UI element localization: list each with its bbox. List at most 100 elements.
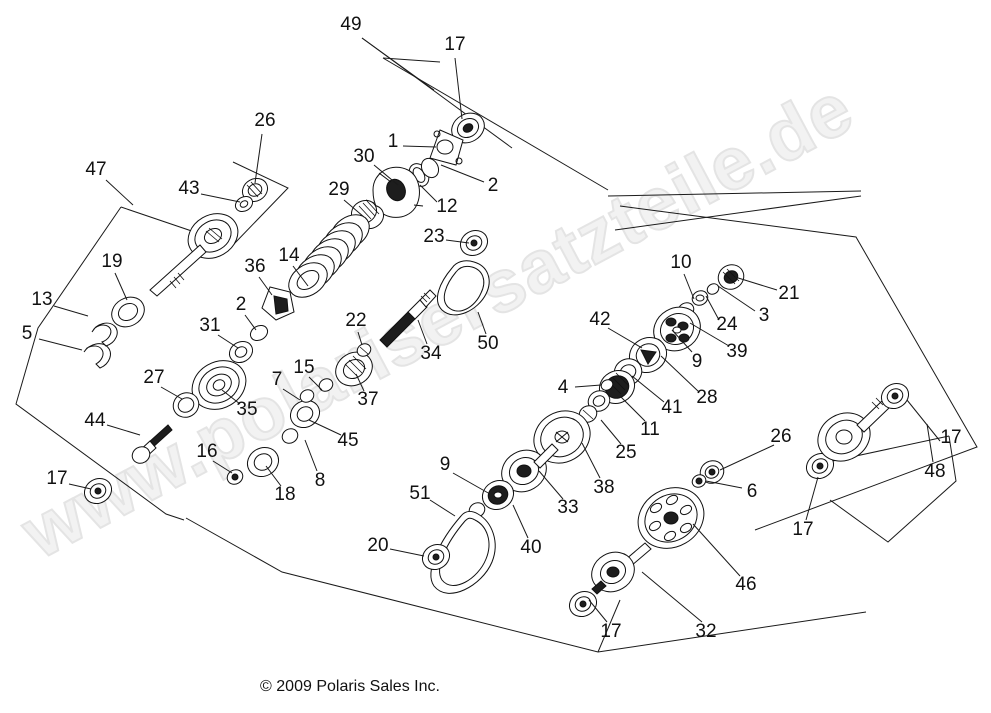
callout-leader-9 <box>671 329 693 353</box>
callout-leader-45 <box>308 419 342 436</box>
callout-number-c13[interactable]: 13 <box>31 289 52 310</box>
callout-number-c31[interactable]: 31 <box>199 315 220 336</box>
callout-leader-38 <box>581 442 601 479</box>
group-frames <box>15 37 978 653</box>
part-26-bearing-left <box>241 177 269 203</box>
callout-number-c36[interactable]: 36 <box>244 256 265 277</box>
part-26-bearing-right <box>699 460 725 484</box>
callout-number-c51[interactable]: 51 <box>409 483 430 504</box>
callout-number-c32[interactable]: 32 <box>695 621 716 642</box>
callout-number-c2b[interactable]: 2 <box>236 294 247 315</box>
callout-leader-39 <box>689 322 730 347</box>
callout-number-c14[interactable]: 14 <box>278 245 300 266</box>
callout-leader-7 <box>282 388 301 401</box>
callout-number-c49[interactable]: 49 <box>340 14 361 35</box>
callout-number-c34[interactable]: 34 <box>420 343 442 364</box>
callout-number-c17c[interactable]: 17 <box>792 519 813 540</box>
frame-bottom-right <box>597 599 621 653</box>
callout-number-c43[interactable]: 43 <box>178 178 199 199</box>
callout-number-c21[interactable]: 21 <box>778 283 799 304</box>
callout-number-c1[interactable]: 1 <box>388 131 399 152</box>
callout-number-c4[interactable]: 4 <box>558 377 569 398</box>
callout-number-c17e[interactable]: 17 <box>600 621 621 642</box>
callout-number-c15[interactable]: 15 <box>293 357 314 378</box>
callout-number-c9a[interactable]: 9 <box>692 351 703 372</box>
callout-number-c48[interactable]: 48 <box>924 461 945 482</box>
callout-number-c39[interactable]: 39 <box>726 341 747 362</box>
callout-number-c18[interactable]: 18 <box>274 484 295 505</box>
callout-number-c28[interactable]: 28 <box>696 387 717 408</box>
callout-leader-24 <box>705 295 720 321</box>
callout-number-c16[interactable]: 16 <box>196 441 217 462</box>
part-shaft-left <box>149 244 207 297</box>
callout-number-c33[interactable]: 33 <box>557 497 578 518</box>
callout-number-c42[interactable]: 42 <box>589 309 610 330</box>
callout-number-c27[interactable]: 27 <box>143 367 164 388</box>
callout-number-c45[interactable]: 45 <box>337 430 358 451</box>
callout-leader-49 <box>361 37 435 91</box>
callout-leader-2 <box>440 164 485 183</box>
callout-number-c38[interactable]: 38 <box>593 477 614 498</box>
callout-leader-18 <box>265 465 282 487</box>
part-37-gear-hub <box>335 351 373 387</box>
callout-leader-12 <box>419 184 438 203</box>
callout-number-c29[interactable]: 29 <box>328 179 349 200</box>
callout-leader-26 <box>719 444 775 471</box>
callout-leader-41 <box>631 375 665 403</box>
callout-number-c35[interactable]: 35 <box>236 399 257 420</box>
callout-number-c22[interactable]: 22 <box>345 310 366 331</box>
part-22-pin <box>356 343 372 357</box>
part-24-shim <box>691 290 709 306</box>
callout-leader-50 <box>477 311 487 335</box>
part-8-shim <box>281 428 299 444</box>
callout-number-c17d[interactable]: 17 <box>940 427 961 448</box>
part-13-snapring <box>91 322 118 347</box>
callout-number-c30[interactable]: 30 <box>353 146 374 167</box>
callout-leader-17 <box>906 399 941 442</box>
callout-number-c7[interactable]: 7 <box>272 369 283 390</box>
callout-number-c3[interactable]: 3 <box>759 305 770 326</box>
callout-number-c9b[interactable]: 9 <box>440 454 451 475</box>
callout-number-c19[interactable]: 19 <box>101 251 122 272</box>
part-6-bushing <box>691 474 707 488</box>
callout-number-c6[interactable]: 6 <box>747 481 758 502</box>
callout-number-c20[interactable]: 20 <box>367 535 388 556</box>
callout-number-c47[interactable]: 47 <box>85 159 106 180</box>
callout-number-c8[interactable]: 8 <box>315 470 326 491</box>
callout-leader-48 <box>926 423 934 463</box>
part-1-bracket <box>429 129 464 166</box>
callout-number-c46[interactable]: 46 <box>735 574 756 595</box>
callout-number-c37[interactable]: 37 <box>357 389 378 410</box>
callout-leader-16 <box>212 460 233 474</box>
callout-leader-40 <box>512 504 529 539</box>
part-35-bearing-assy <box>191 360 247 410</box>
callout-number-c44[interactable]: 44 <box>84 410 106 431</box>
callout-number-c41[interactable]: 41 <box>661 397 682 418</box>
callout-number-c50[interactable]: 50 <box>477 333 498 354</box>
callout-number-c26a[interactable]: 26 <box>254 110 275 131</box>
callout-number-c40[interactable]: 40 <box>520 537 541 558</box>
callout-leader-17 <box>454 57 463 120</box>
part-34-mainshaft <box>379 289 437 348</box>
callout-leader-19 <box>114 272 128 301</box>
callout-number-c25[interactable]: 25 <box>615 442 636 463</box>
callout-leader-9 <box>452 472 491 495</box>
part-20-bearing <box>421 543 451 571</box>
callout-number-c23[interactable]: 23 <box>423 226 444 247</box>
part-21-needlebearing <box>717 264 745 290</box>
callout-number-c10[interactable]: 10 <box>670 252 691 273</box>
callout-number-c26b[interactable]: 26 <box>770 426 791 447</box>
callout-number-c2a[interactable]: 2 <box>488 175 499 196</box>
part-40-sprocket <box>481 479 515 511</box>
callout-number-c5[interactable]: 5 <box>22 323 33 344</box>
callout-number-c17b[interactable]: 17 <box>46 468 67 489</box>
part-5-clip <box>83 343 111 369</box>
callout-number-c12[interactable]: 12 <box>436 196 457 217</box>
callout-number-c17a[interactable]: 17 <box>444 34 465 55</box>
copyright-notice: © 2009 Polaris Sales Inc. <box>260 678 440 695</box>
callout-number-c24[interactable]: 24 <box>716 314 738 335</box>
callout-number-c11[interactable]: 11 <box>640 419 660 440</box>
part-39-clustergear <box>653 306 701 352</box>
callout-leader-11 <box>619 395 646 422</box>
